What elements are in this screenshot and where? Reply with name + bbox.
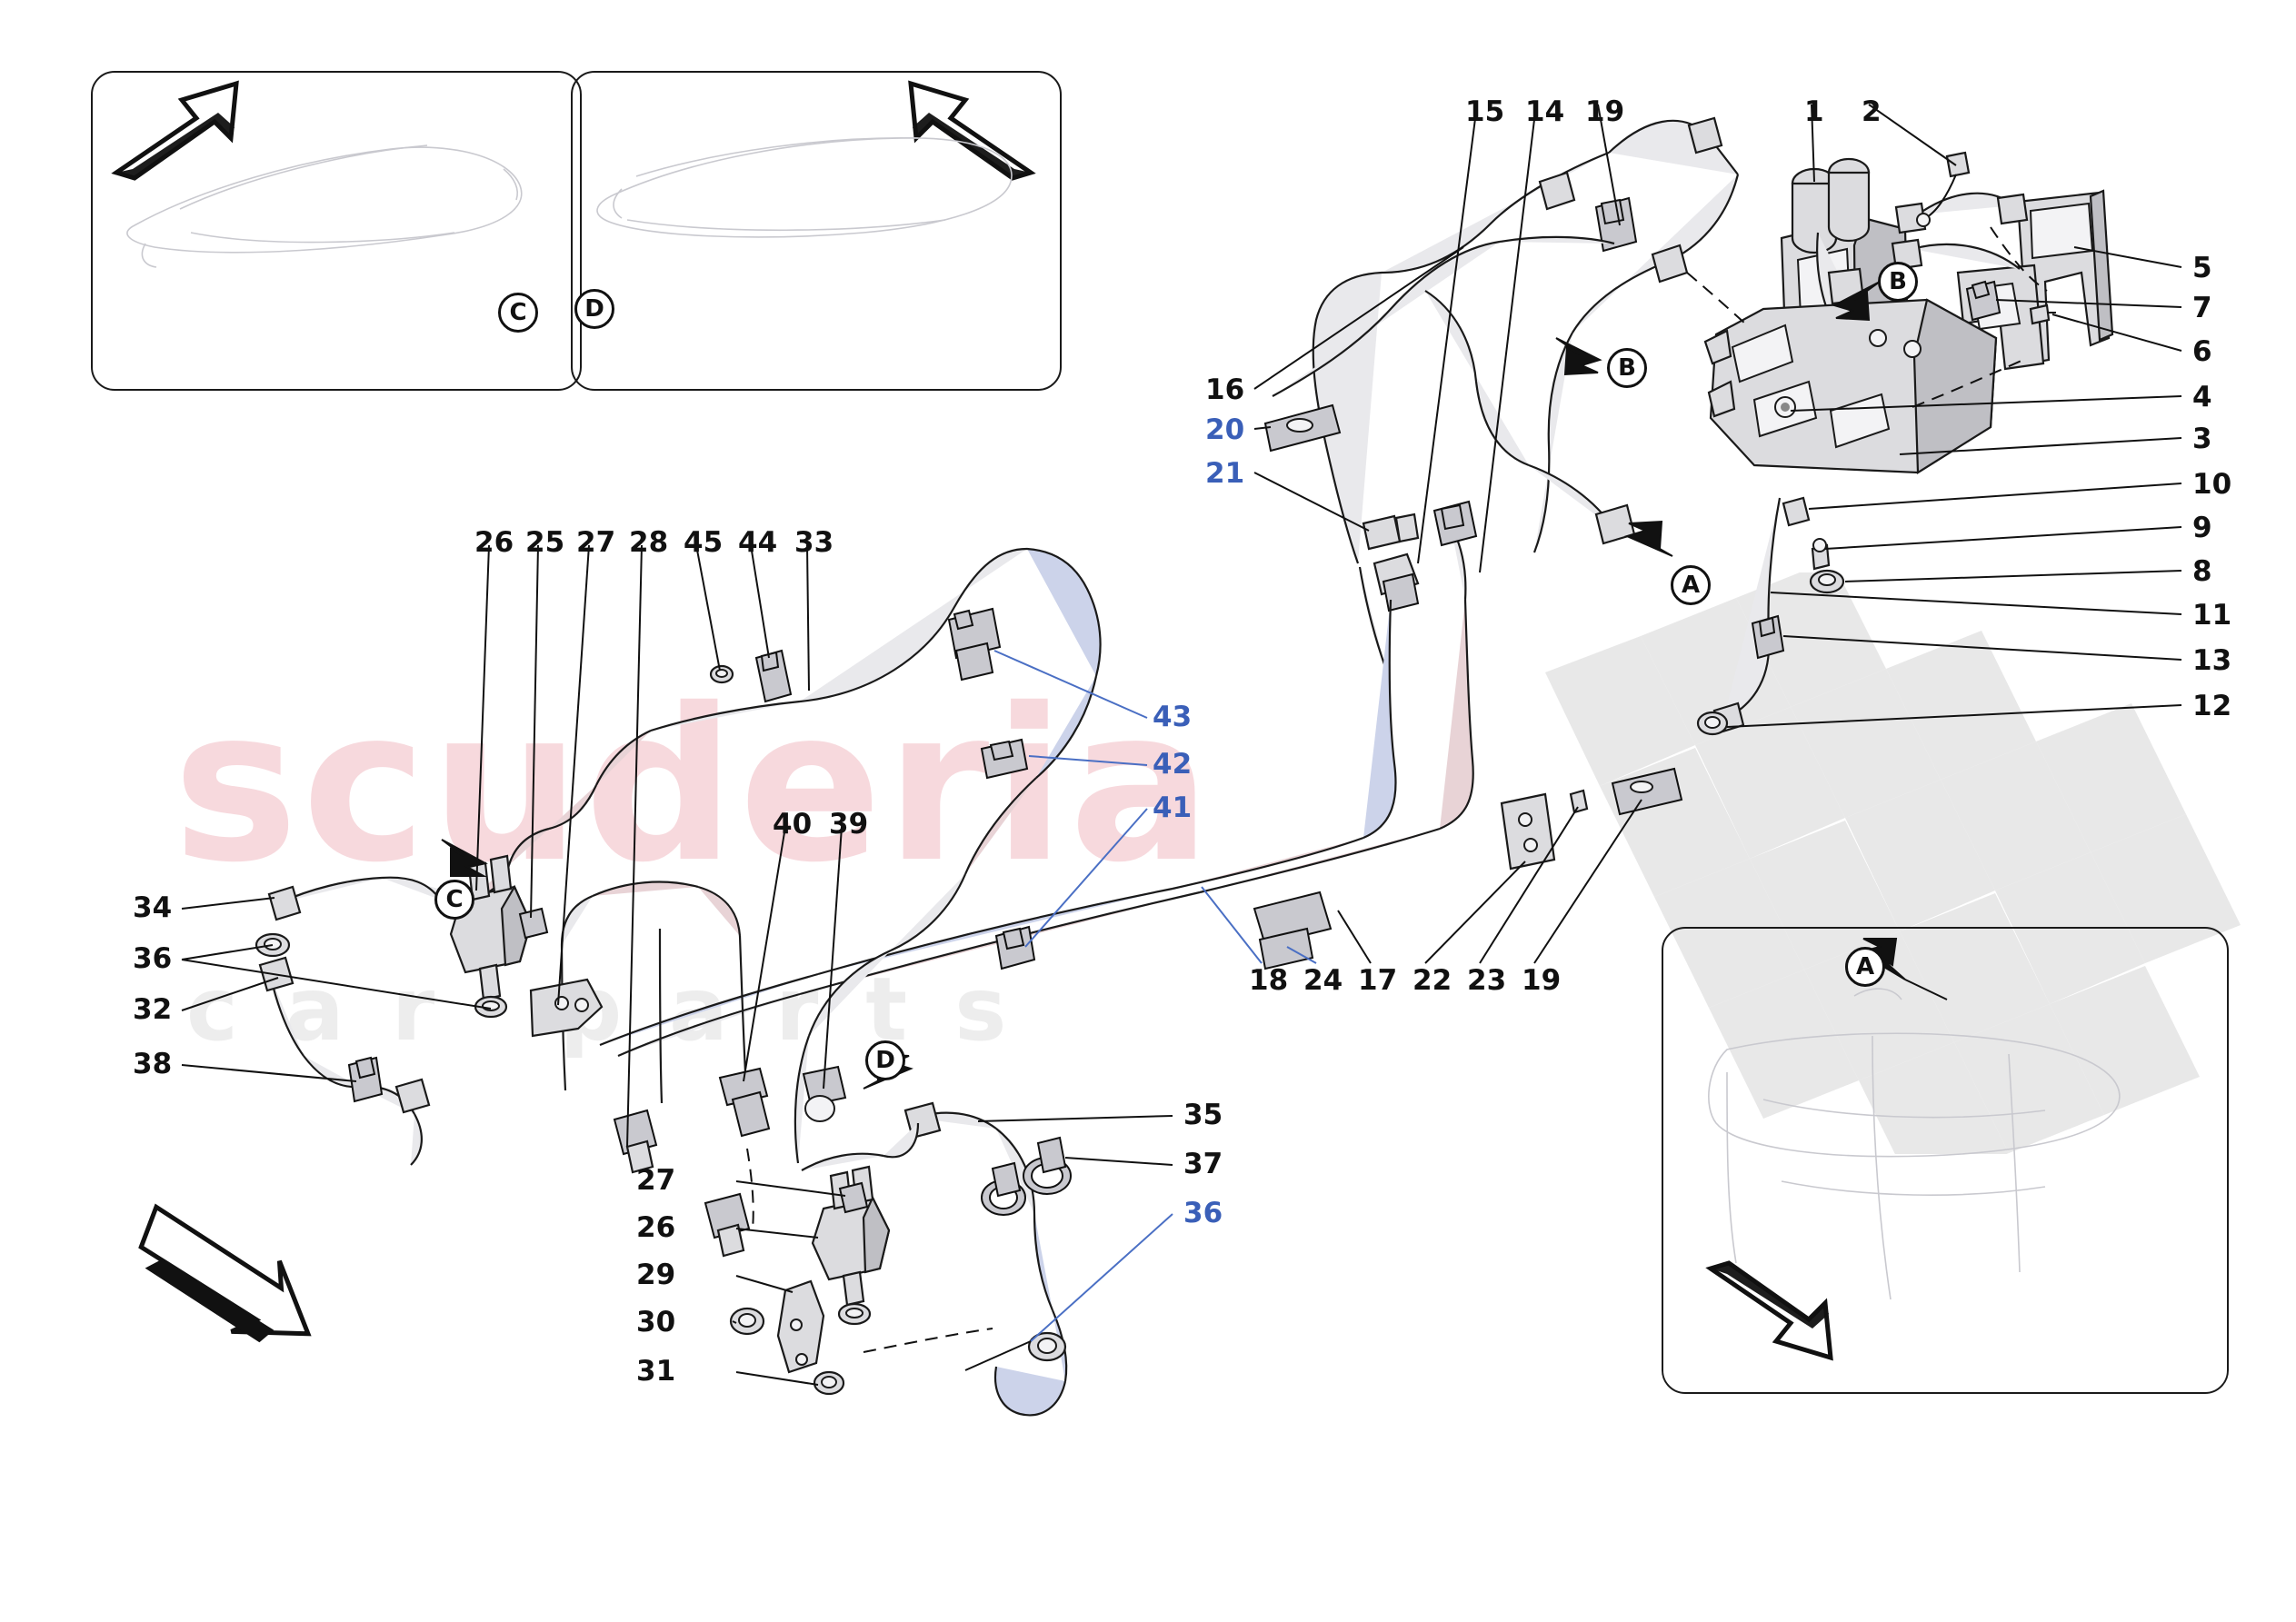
callout-15: 15 [1465, 95, 1505, 128]
marker-b-right: B [1878, 262, 1918, 302]
marker-a-inset: A [1845, 947, 1885, 987]
marker-d-main: D [865, 1040, 905, 1080]
callout-27-lower: 27 [636, 1164, 676, 1197]
callout-24: 24 [1303, 964, 1343, 997]
callout-17: 17 [1358, 964, 1398, 997]
callout-40: 40 [773, 808, 813, 841]
callout-20: 20 [1205, 413, 1245, 446]
callout-4: 4 [2192, 381, 2212, 413]
callout-31: 31 [636, 1355, 676, 1388]
callout-42: 42 [1153, 748, 1193, 781]
page-direction-arrow-bottom-left [138, 1203, 312, 1343]
marker-d-inset: D [574, 289, 614, 329]
callout-36-right: 36 [1183, 1197, 1223, 1229]
callout-9: 9 [2192, 512, 2212, 544]
callout-29: 29 [636, 1259, 676, 1291]
callout-3: 3 [2192, 423, 2212, 455]
callout-39: 39 [829, 808, 869, 841]
callout-44: 44 [738, 526, 778, 559]
inset-panel-c [91, 71, 582, 391]
callout-28: 28 [629, 526, 669, 559]
callout-11: 11 [2192, 599, 2232, 632]
callout-23: 23 [1467, 964, 1507, 997]
callout-30: 30 [636, 1306, 676, 1338]
callout-26-lower: 26 [636, 1211, 676, 1244]
callout-22: 22 [1413, 964, 1452, 997]
callout-19-bottom: 19 [1522, 964, 1562, 997]
callout-18: 18 [1249, 964, 1289, 997]
watermark-car-parts: car parts [186, 959, 1054, 1060]
callout-2: 2 [1862, 95, 1882, 128]
callout-45: 45 [684, 526, 724, 559]
watermark-scuderia: scuderia [173, 663, 1215, 909]
callout-8: 8 [2192, 555, 2212, 588]
callout-1: 1 [1804, 95, 1824, 128]
marker-b-upper: B [1607, 348, 1647, 388]
callout-5: 5 [2192, 252, 2212, 284]
callout-19-top: 19 [1585, 95, 1625, 128]
callout-10: 10 [2192, 468, 2232, 501]
callout-43: 43 [1153, 701, 1193, 733]
callout-27-top: 27 [576, 526, 616, 559]
callout-26-top: 26 [474, 526, 514, 559]
callout-33: 33 [794, 526, 834, 559]
callout-32: 32 [133, 993, 173, 1026]
callout-36-left: 36 [133, 942, 173, 975]
callout-35: 35 [1183, 1099, 1223, 1131]
left-hose-assembly [255, 547, 1102, 1417]
callout-25: 25 [525, 526, 565, 559]
inset-panel-d [571, 71, 1062, 391]
callout-7: 7 [2192, 292, 2212, 324]
marker-a-main: A [1671, 565, 1711, 605]
callout-14: 14 [1525, 95, 1565, 128]
callout-34: 34 [133, 891, 173, 924]
callout-38: 38 [133, 1048, 173, 1080]
marker-c-main: C [434, 880, 474, 920]
callout-16: 16 [1205, 373, 1245, 406]
marker-c-inset: C [498, 293, 538, 333]
callout-41: 41 [1153, 791, 1193, 824]
compressor-assembly [1696, 151, 2114, 736]
callout-13: 13 [2192, 644, 2232, 677]
callout-37: 37 [1183, 1148, 1223, 1180]
callout-12: 12 [2192, 690, 2232, 722]
callout-21: 21 [1205, 457, 1245, 490]
inset-panel-a [1662, 927, 2229, 1394]
callout-6: 6 [2192, 335, 2212, 368]
